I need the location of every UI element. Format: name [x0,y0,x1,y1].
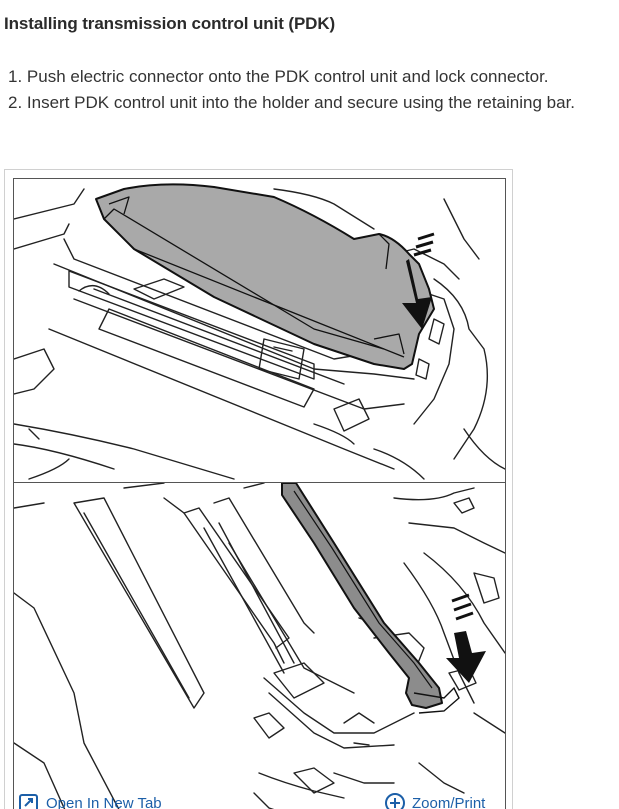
control-unit-shape [95,183,435,370]
technical-illustration[interactable] [13,178,506,809]
step-1: 1. Push electric connector onto the PDK … [8,67,549,86]
figure-toolbar: Open In New Tab Zoom/Print [12,792,502,809]
step-2: 2. Insert PDK control unit into the hold… [8,93,576,112]
section-title: Installing transmission control unit (PD… [4,14,336,33]
retaining-bar-drawing [14,483,505,809]
zoom-print-label: Zoom/Print [412,794,486,809]
instruction-steps: 1. Push electric connector onto the PDK … [8,64,618,116]
open-external-icon [19,794,38,809]
push-arrow [402,232,435,329]
zoom-plus-icon [385,793,405,809]
connector-drawing [14,183,505,480]
figure-container [4,169,513,809]
open-new-tab-label: Open In New Tab [46,794,162,809]
open-new-tab-button[interactable]: Open In New Tab [18,792,162,809]
connector-illustration [14,179,505,483]
zoom-print-button[interactable]: Zoom/Print [384,792,485,809]
secure-arrow [446,593,486,683]
retaining-bar-illustration [14,483,505,809]
